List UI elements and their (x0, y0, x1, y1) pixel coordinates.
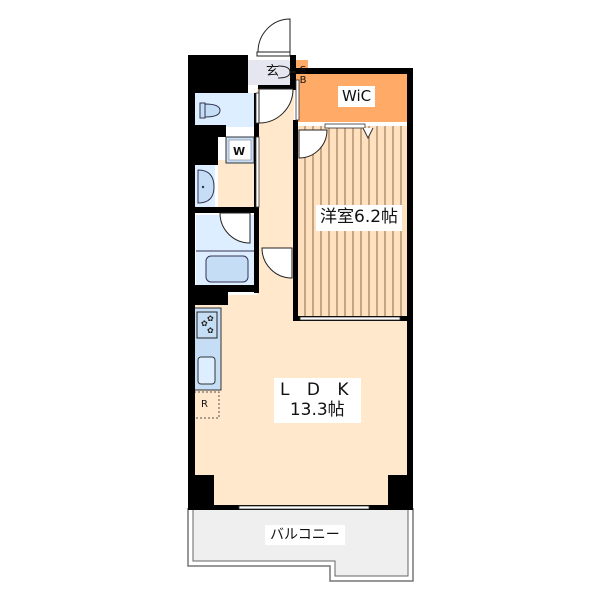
stove-icon (196, 311, 218, 339)
bathtub-icon (205, 255, 249, 283)
sliding-windows (238, 79, 401, 510)
shoe-box-label-s: S (299, 65, 307, 76)
ldk-label: L D K 13.3帖 (274, 378, 361, 424)
refrigerator-label: R (201, 399, 208, 410)
washroom-floor (218, 160, 256, 210)
shoe-box-label-b: B (299, 75, 307, 86)
sink-icon (197, 356, 216, 385)
svg-text:✿: ✿ (207, 314, 214, 323)
genkan-label: 玄 (266, 64, 280, 79)
svg-text:✿: ✿ (207, 326, 214, 335)
western-room-label: 洋室6.2帖 (316, 205, 403, 231)
entrance-floor (248, 60, 290, 85)
balcony-label: バルコニー (265, 525, 345, 546)
svg-text:✿: ✿ (201, 319, 208, 328)
wic-label: WiC (338, 86, 376, 108)
shoe-box-label: S B (299, 66, 307, 86)
washer-label: W (233, 145, 246, 158)
washbasin-icon (197, 169, 215, 204)
doors (219, 18, 328, 279)
ldk-label-size: 13.3帖 (289, 399, 345, 420)
toilet-icon (199, 102, 221, 119)
ldk-label-name: L D K (280, 380, 355, 400)
